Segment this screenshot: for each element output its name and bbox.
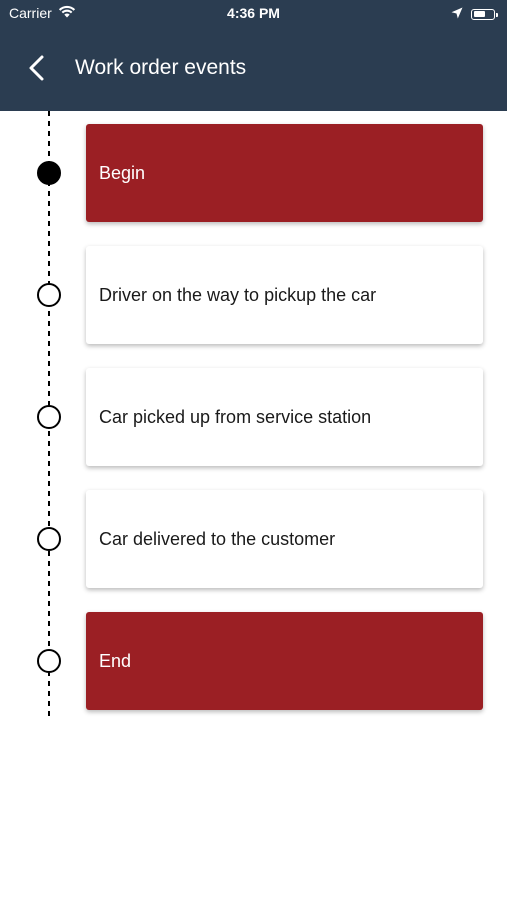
carrier-label: Carrier <box>9 5 52 21</box>
status-time: 4:36 PM <box>227 5 280 21</box>
event-row: Car picked up from service station <box>0 368 507 466</box>
page-title: Work order events <box>75 56 247 79</box>
event-card-car-picked-up[interactable]: Car picked up from service station <box>86 368 483 466</box>
event-row: Driver on the way to pickup the car <box>0 246 507 344</box>
event-card-driver-on-the-way[interactable]: Driver on the way to pickup the car <box>86 246 483 344</box>
location-arrow-icon <box>451 6 463 22</box>
status-bar: Carrier 4:36 PM <box>0 0 507 26</box>
event-card-begin[interactable]: Begin <box>86 124 483 222</box>
event-row: Begin <box>0 124 507 222</box>
event-label: Begin <box>99 162 146 183</box>
timeline-node <box>37 405 61 429</box>
event-label: Car picked up from service station <box>99 406 372 427</box>
battery-icon <box>471 8 498 20</box>
event-label: Driver on the way to pickup the car <box>99 284 377 305</box>
event-row: End <box>0 612 507 710</box>
nav-bar: Work order events <box>0 26 507 111</box>
carrier-group: Carrier <box>9 5 76 21</box>
chevron-left-icon <box>22 55 54 88</box>
event-card-end[interactable]: End <box>86 612 483 710</box>
event-row: Car delivered to the customer <box>0 490 507 588</box>
wifi-icon <box>58 5 76 21</box>
timeline-node <box>37 527 61 551</box>
back-button[interactable] <box>22 52 54 84</box>
event-label: End <box>99 650 132 671</box>
timeline-node <box>37 283 61 307</box>
timeline-node-filled <box>37 161 61 185</box>
event-label: Car delivered to the customer <box>99 528 336 549</box>
event-card-car-delivered[interactable]: Car delivered to the customer <box>86 490 483 588</box>
status-right-group <box>451 6 498 22</box>
timeline-node <box>37 649 61 673</box>
